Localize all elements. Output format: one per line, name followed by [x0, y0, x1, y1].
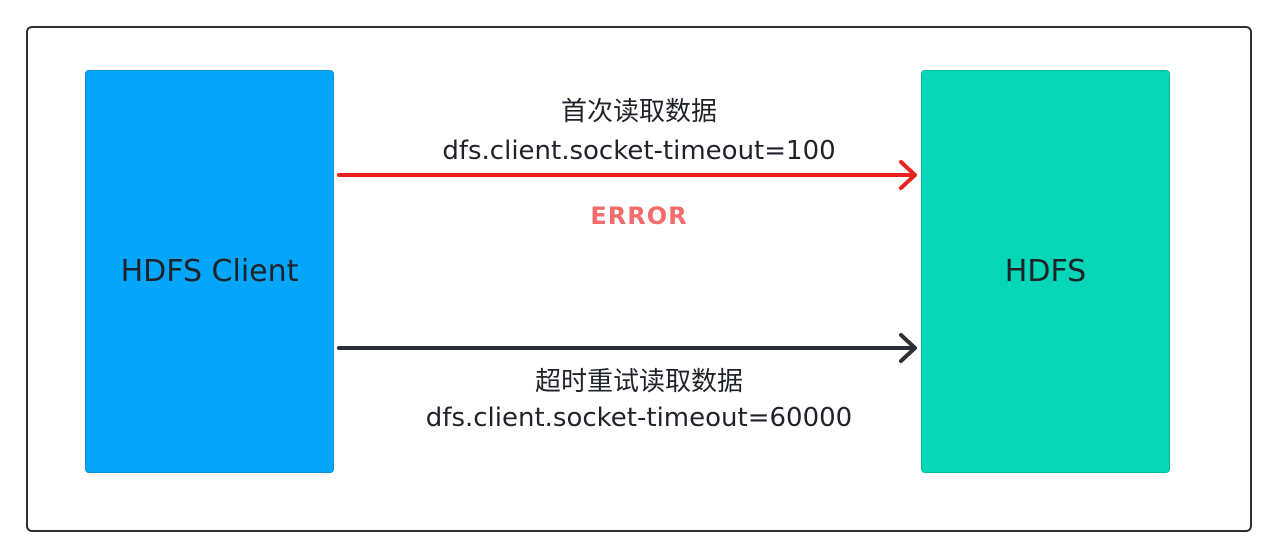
hdfs-box: HDFS: [921, 70, 1170, 473]
first-read-title: 首次读取数据: [560, 97, 717, 127]
error-label: ERROR: [590, 202, 688, 230]
first-read-param: dfs.client.socket-timeout=100: [442, 136, 836, 166]
retry-read-arrow: [337, 333, 917, 363]
hdfs-label: HDFS: [1004, 254, 1087, 289]
first-read-arrow: [337, 160, 917, 190]
hdfs-client-label: HDFS Client: [120, 254, 299, 289]
retry-read-title: 超时重试读取数据: [534, 367, 743, 397]
retry-read-param: dfs.client.socket-timeout=60000: [425, 403, 853, 433]
hdfs-client-box: HDFS Client: [85, 70, 334, 473]
